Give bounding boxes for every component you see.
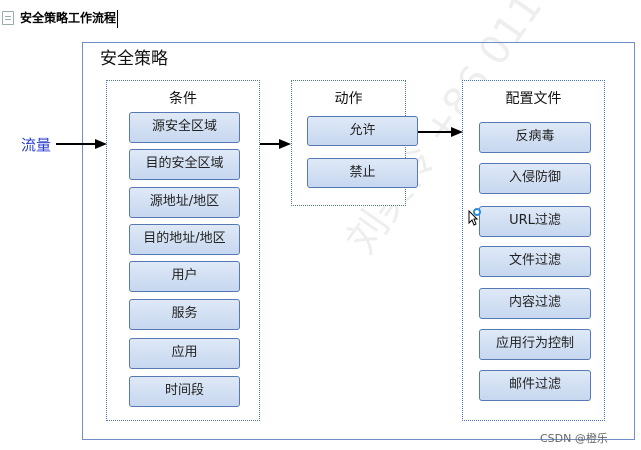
profile-box: 反病毒: [479, 122, 591, 153]
action-profile-arrow-line: [418, 131, 452, 133]
condition-box: 服务: [129, 299, 240, 330]
condition-box: 时间段: [129, 376, 240, 407]
diagram-title: 安全策略: [100, 49, 168, 69]
profiles-title: 配置文件: [505, 91, 562, 107]
condition-box: 源地址/地区: [129, 187, 240, 218]
condition-action-arrow-line: [260, 143, 280, 145]
mouse-pointer-icon: [468, 210, 478, 226]
condition-box: 源安全区域: [129, 112, 240, 143]
text-cursor: [117, 10, 118, 28]
conditions-title: 条件: [169, 91, 197, 107]
actions-title: 动作: [334, 91, 363, 107]
document-icon: [2, 11, 14, 25]
traffic-arrow-head: [95, 139, 107, 149]
action-box-allow: 允许: [307, 116, 418, 146]
condition-action-arrow-head: [279, 139, 291, 149]
condition-box: 目的地址/地区: [129, 224, 240, 255]
condition-box: 用户: [129, 261, 240, 292]
profile-box: 应用行为控制: [479, 329, 591, 360]
credit-text: CSDN @橙乐: [540, 432, 608, 445]
action-profile-arrow-head: [451, 127, 463, 137]
profile-box: 内容过滤: [479, 288, 591, 319]
condition-box: 应用: [129, 338, 240, 369]
action-box-deny: 禁止: [307, 158, 418, 188]
traffic-arrow-line: [56, 143, 96, 145]
profile-box: 文件过滤: [479, 246, 591, 277]
traffic-label: 流量: [21, 136, 52, 154]
profile-box: 入侵防御: [479, 163, 591, 194]
page-title: 安全策略工作流程: [20, 11, 117, 25]
blue-dot-icon: [473, 208, 481, 216]
profile-box: 邮件过滤: [479, 370, 591, 401]
profile-box: URL过滤: [479, 206, 591, 237]
condition-box: 目的安全区域: [129, 149, 240, 180]
